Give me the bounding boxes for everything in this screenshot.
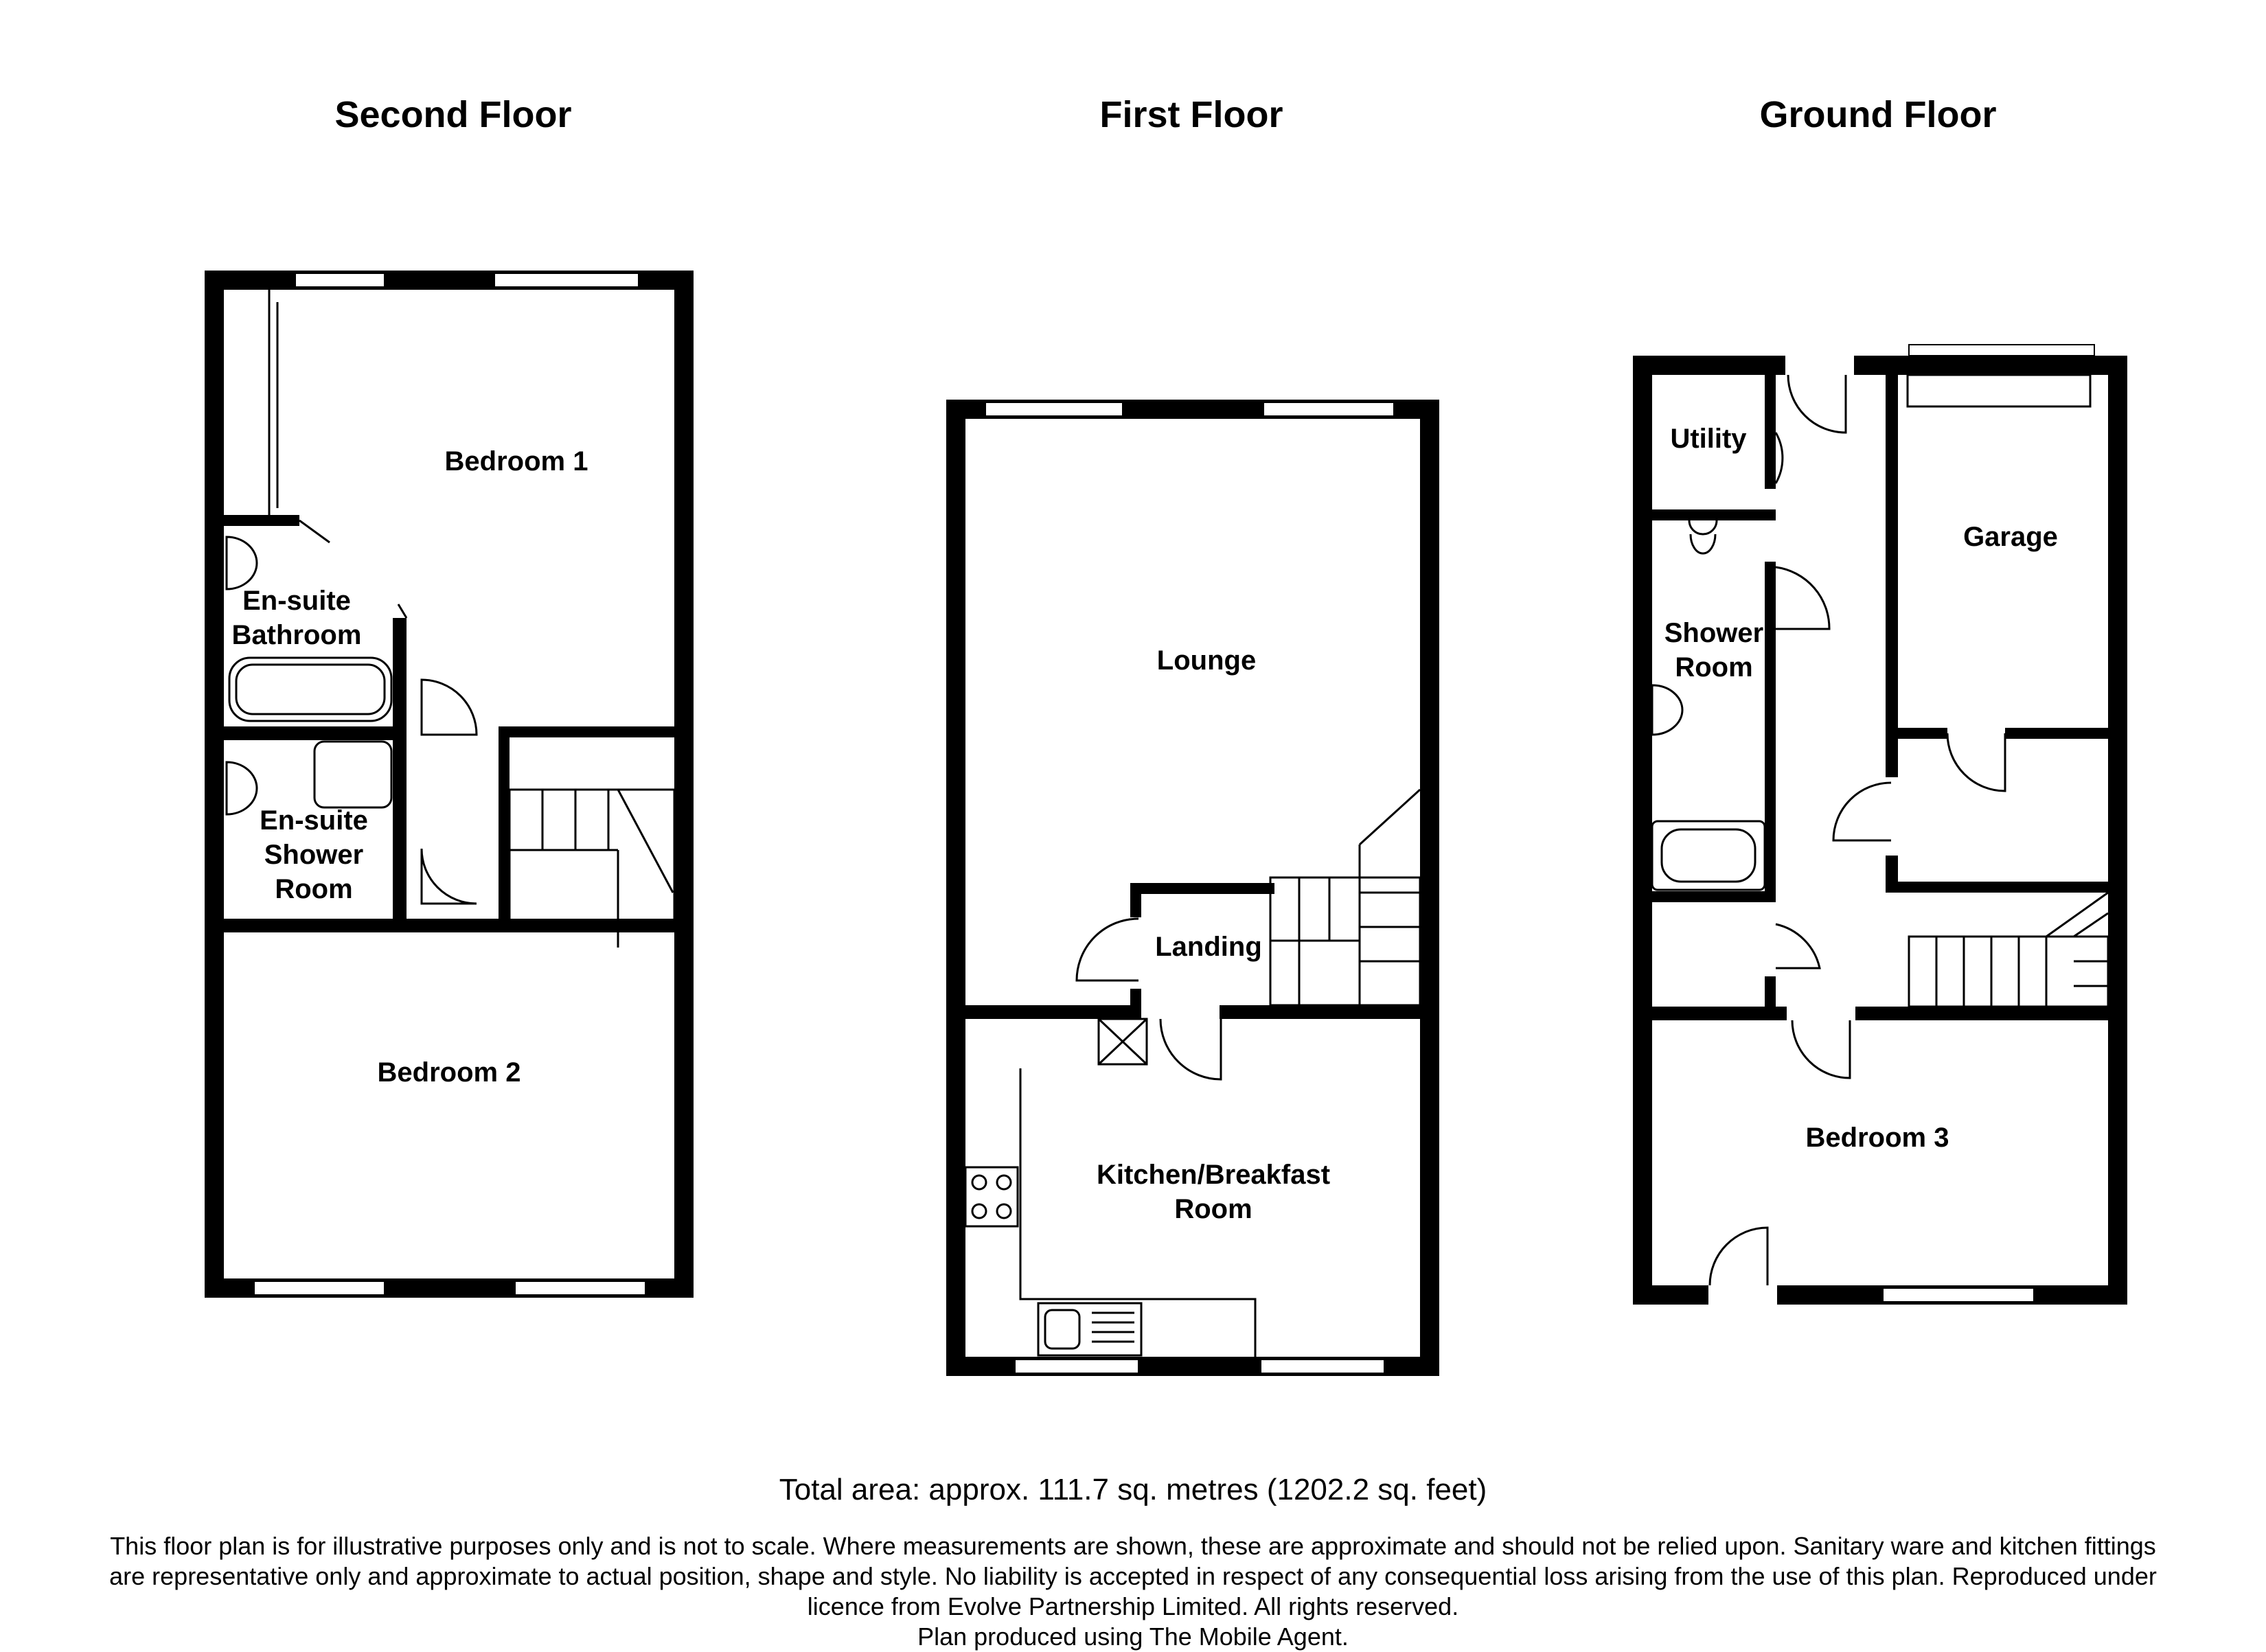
produced-by-line: Plan produced using The Mobile Agent.: [917, 1622, 1349, 1651]
bath-icon: [1660, 828, 1756, 883]
room-label-landing: Landing: [1155, 932, 1262, 962]
room-label-ensuite-bathroom: Bathroom: [232, 620, 362, 650]
bath-icon: [1651, 820, 1766, 891]
first-floor-labels: Lounge Landing Kitchen/Breakfast Room: [1097, 645, 1330, 1224]
hob-ring-icon: [971, 1203, 987, 1219]
ground-floor-labels: Utility Garage Shower Room Bedroom 3: [1664, 424, 2058, 1153]
room-label-ensuite-shower-room: Shower: [264, 840, 363, 870]
second-floor-labels: Bedroom 1 En-suite Bathroom En-suite Sho…: [232, 446, 588, 1088]
sink-bowl-icon: [1044, 1309, 1081, 1350]
door-swing: [1791, 1020, 1851, 1079]
room-label-lounge: Lounge: [1157, 645, 1256, 676]
first-floor-plan: First Floor: [946, 94, 1439, 1376]
door-swing: [1708, 1226, 1769, 1286]
room-label-ensuite-shower-room: En-suite: [260, 805, 368, 836]
loft-hatch-icon: [1097, 1018, 1148, 1066]
door-swing: [1774, 432, 1784, 484]
disclaimer-line: are representative only and approximate …: [109, 1562, 2157, 1590]
drainer-icon: [1092, 1311, 1134, 1343]
window: [295, 273, 385, 288]
room-label-kitchen-breakfast-room: Kitchen/Breakfast: [1097, 1160, 1330, 1190]
ground-floor-title: Ground Floor: [1760, 94, 1997, 135]
garage-door: [1908, 344, 2095, 356]
room-label-kitchen-breakfast-room: Room: [1174, 1194, 1252, 1224]
hob-icon: [964, 1166, 1019, 1228]
door-swing: [1159, 1018, 1222, 1081]
ground-floor-windows: [1882, 344, 2095, 1303]
door-swing: [1775, 923, 1821, 970]
room-label-garage: Garage: [1963, 522, 2058, 552]
room-label-shower-room: Shower: [1664, 618, 1763, 648]
room-label-shower-room: Room: [1675, 652, 1752, 682]
shower-tray-icon: [313, 740, 393, 809]
disclaimer-line: licence from Evolve Partnership Limited.…: [807, 1592, 1459, 1620]
second-floor-windows: [253, 273, 646, 1296]
door-swing: [1075, 917, 1139, 982]
hob-ring-icon: [996, 1203, 1012, 1219]
door-swing: [420, 848, 477, 905]
bath-icon: [228, 656, 393, 722]
room-label-utility: Utility: [1670, 424, 1747, 454]
window: [985, 402, 1123, 417]
door-swing: [420, 678, 478, 736]
wardrobe-doors: [268, 290, 279, 515]
first-floor-windows: [985, 402, 1395, 1374]
second-floor-plan: Second Floor: [205, 94, 694, 1298]
door-swing: [1787, 374, 1847, 434]
hob-ring-icon: [996, 1174, 1012, 1191]
room-label-ensuite-shower-room: Room: [275, 874, 352, 904]
angled-wall: [299, 519, 408, 619]
room-label-bedroom-1: Bedroom 1: [445, 446, 588, 477]
second-floor-title: Second Floor: [334, 94, 571, 135]
second-floor-fittings: [225, 290, 676, 948]
worktop-outline: [1019, 1068, 1257, 1357]
room-label-bedroom-3: Bedroom 3: [1806, 1123, 1949, 1153]
toilet-icon: [225, 536, 258, 590]
window: [1263, 402, 1395, 417]
door-swing: [1946, 733, 2006, 792]
loft-hatch-cross: [1097, 1018, 1148, 1066]
disclaimer-line: This floor plan is for illustrative purp…: [110, 1532, 2156, 1560]
sink-icon: [1037, 1302, 1143, 1357]
garage-door-track: [1906, 374, 2092, 408]
staircase-icon: [508, 788, 676, 921]
window: [1014, 1359, 1139, 1374]
room-label-bedroom-2: Bedroom 2: [378, 1057, 521, 1088]
first-floor-title: First Floor: [1100, 94, 1283, 135]
toilet-icon: [1688, 520, 1718, 555]
stair-treads: [1270, 788, 1421, 1005]
ground-floor-fittings: [1651, 374, 2109, 1286]
room-label-ensuite-bathroom: En-suite: [242, 586, 351, 616]
staircase-icon: [1908, 935, 2109, 1008]
door-swing: [1775, 566, 1831, 630]
stair-treads: [510, 789, 674, 893]
door-swing: [1832, 781, 1892, 842]
window: [253, 1281, 385, 1296]
window: [514, 1281, 646, 1296]
total-area-text: Total area: approx. 111.7 sq. metres (12…: [779, 1473, 1487, 1506]
bath-icon: [235, 663, 386, 715]
toilet-icon: [1651, 684, 1684, 736]
first-floor-fittings: [964, 788, 1421, 1357]
toilet-icon: [225, 761, 258, 816]
window: [1882, 1287, 2035, 1303]
stair-treads: [1935, 891, 2109, 1007]
window: [494, 273, 639, 288]
window: [1260, 1359, 1385, 1374]
ground-floor-plan: Ground Floor: [1633, 94, 2127, 1305]
hob-ring-icon: [971, 1174, 987, 1191]
